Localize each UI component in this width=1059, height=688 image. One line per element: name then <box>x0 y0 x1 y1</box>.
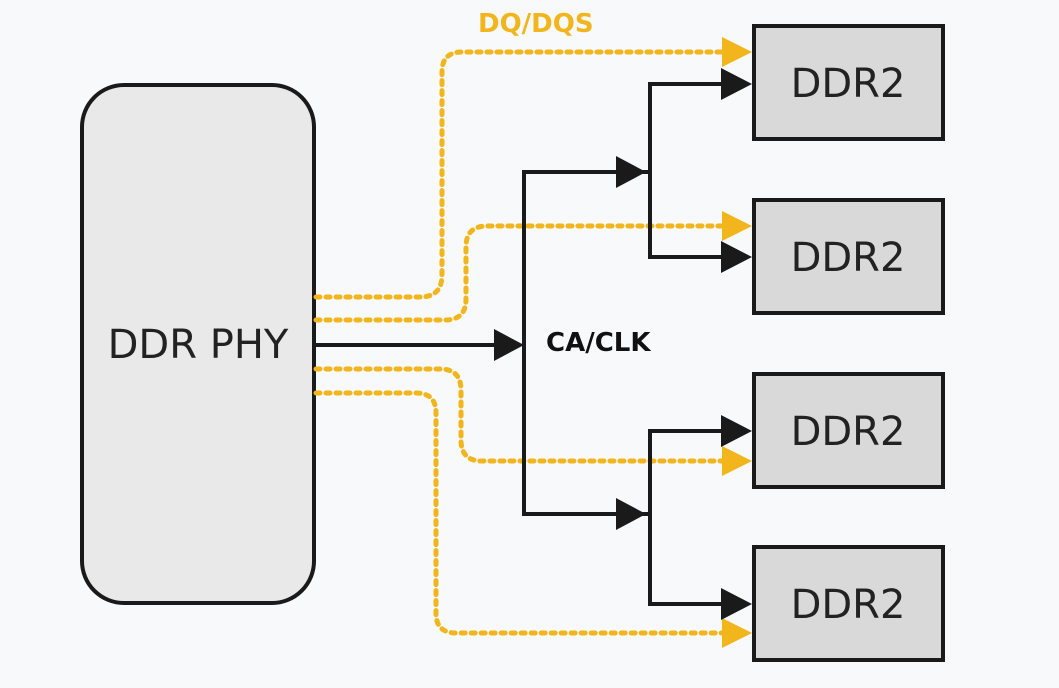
ddr2-chip-2: DDR2 <box>752 198 945 315</box>
ddr2-box <box>752 545 945 662</box>
ca-arrowhead-ddr2-2 <box>721 241 752 273</box>
dq-line-3 <box>313 366 731 464</box>
ddr2-label: DDR2 <box>791 61 906 107</box>
ca-arrowhead-upper-branch <box>616 156 646 188</box>
dq-line-1 <box>313 49 731 300</box>
ca-upper-branch <box>648 82 725 259</box>
ca-arrowhead-ddr2-4 <box>721 588 752 620</box>
ca-clk-arrowheads <box>494 68 752 620</box>
ddr2-box <box>752 24 945 141</box>
ca-lower-branch <box>648 429 725 606</box>
dq-arrowhead-3 <box>722 446 752 476</box>
dq-line-2 <box>313 223 731 323</box>
ca-arrowhead-lower-branch <box>616 498 646 530</box>
ddr-phy-block: DDR PHY <box>80 83 316 605</box>
ddr-phy-label: DDR PHY <box>108 322 289 368</box>
dq-line-4 <box>313 390 731 636</box>
ca-arrowhead-ddr2-3 <box>721 415 752 447</box>
ddr2-label: DDR2 <box>791 235 906 281</box>
ca-trunk <box>522 170 620 516</box>
dq-dqs-arrowheads <box>722 37 752 648</box>
ddr2-chip-3: DDR2 <box>752 372 945 489</box>
dq-arrowhead-4 <box>722 618 752 648</box>
dq-dqs-routes <box>313 49 731 636</box>
ca-arrowhead-ddr2-1 <box>721 68 752 100</box>
dq-arrowhead-2 <box>722 211 752 241</box>
ca-clk-tree <box>314 82 725 606</box>
ddr2-label: DDR2 <box>791 582 906 628</box>
dq-dqs-label: DQ/DQS <box>478 9 594 39</box>
ddr2-box <box>752 198 945 315</box>
dq-arrowhead-1 <box>722 37 752 67</box>
ddr2-chip-1: DDR2 <box>752 24 945 141</box>
ddr2-chip-4: DDR2 <box>752 545 945 662</box>
ddr2-label: DDR2 <box>791 409 906 455</box>
ddr2-box <box>752 372 945 489</box>
ca-clk-label: CA/CLK <box>546 328 651 358</box>
ca-arrowhead-main <box>494 329 524 361</box>
